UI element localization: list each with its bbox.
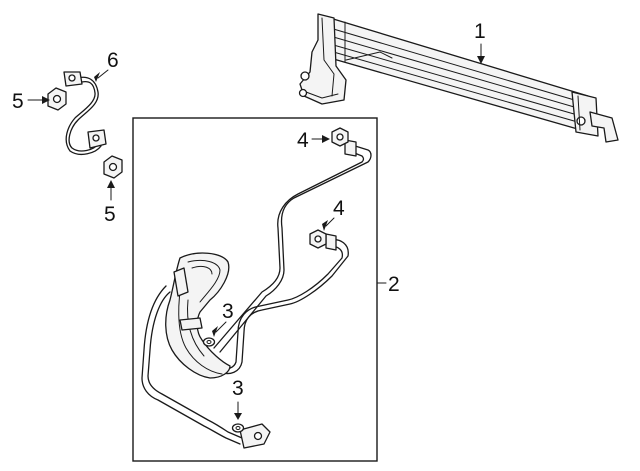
callout-label-5b: 5 (104, 203, 116, 226)
callout-label-6: 6 (107, 49, 119, 72)
callout-4-upper: 4 (297, 129, 330, 152)
callout-3-lower: 3 (232, 377, 244, 420)
tube-part[interactable] (63, 71, 107, 155)
seal-part-lower[interactable] (231, 423, 245, 433)
oring-part-lower[interactable] (309, 229, 327, 249)
hose-assembly-box (132, 117, 378, 462)
nut-part-lower[interactable] (103, 155, 123, 179)
callout-label-5a: 5 (12, 90, 24, 113)
callout-3-upper: 3 (212, 300, 234, 337)
callout-6: 6 (94, 49, 119, 82)
seal-part-upper[interactable] (202, 337, 216, 347)
callout-2: 2 (376, 273, 400, 296)
callout-4-lower: 4 (322, 197, 345, 231)
callout-5-upper: 5 (12, 90, 50, 113)
callout-label-2: 2 (388, 273, 400, 296)
callout-label-4a: 4 (297, 129, 309, 152)
callout-label-1: 1 (474, 20, 486, 43)
oring-part-upper[interactable] (331, 127, 349, 147)
hose-assembly-part[interactable] (141, 139, 372, 449)
callout-label-3b: 3 (232, 377, 244, 400)
oil-cooler-part[interactable] (298, 13, 619, 143)
callout-5-lower: 5 (104, 180, 116, 226)
callout-label-3a: 3 (222, 300, 234, 323)
callout-1: 1 (474, 20, 486, 64)
nut-part-upper[interactable] (47, 87, 67, 111)
callout-label-4b: 4 (333, 197, 345, 220)
